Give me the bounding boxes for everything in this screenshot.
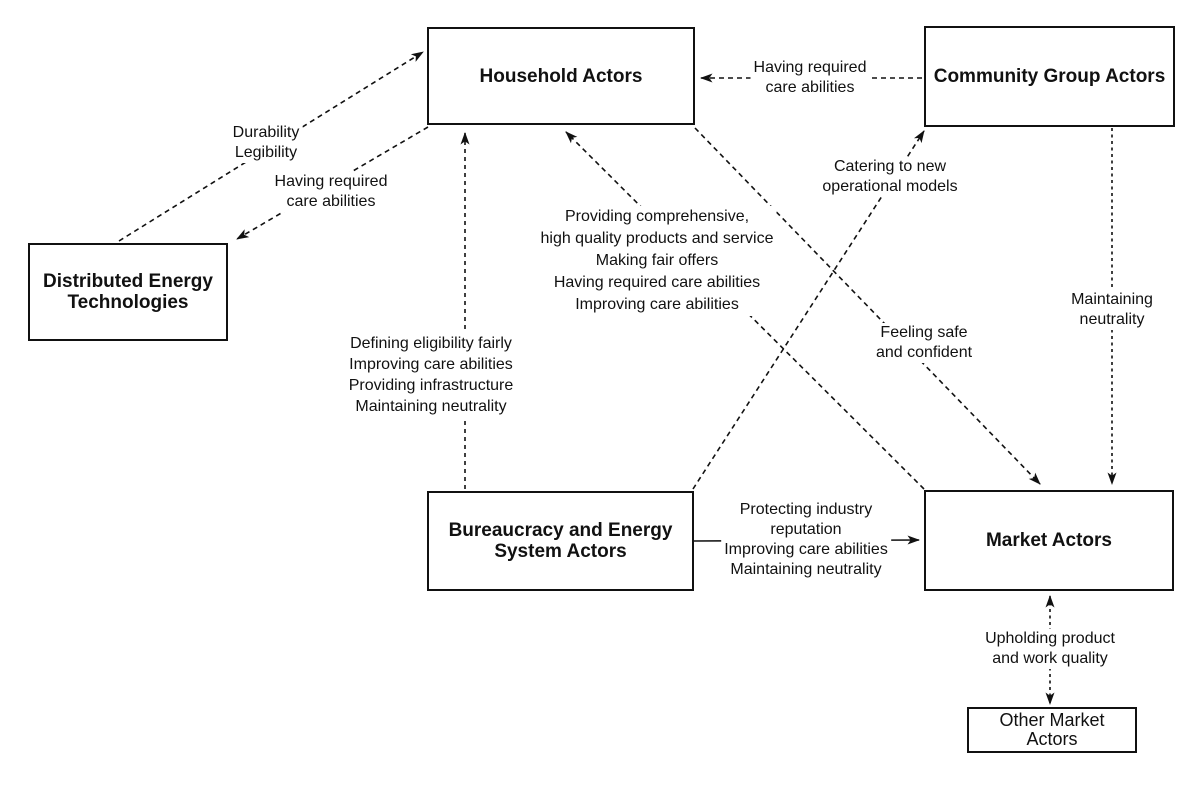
edge-label-providing-comprehensive: Providing comprehensive, high quality pr…	[537, 206, 777, 316]
edge-label-protecting-industry-reputation: Protecting industry reputation Improving…	[721, 500, 891, 580]
node-community-group-actors: Community Group Actors	[924, 26, 1175, 127]
edge-household-to-market	[694, 127, 1041, 485]
edge-label-feeling-safe-and-confident: Feeling safe and confident	[872, 323, 976, 363]
node-other-market-actors: Other Market Actors	[967, 707, 1137, 753]
edge-label-catering-to-new-operational-models: Catering to new operational models	[819, 157, 961, 197]
edge-label-upholding-product-and-work-quality: Upholding product and work quality	[982, 629, 1118, 669]
edge-label-having-required-care-abilities-det: Having required care abilities	[271, 172, 391, 212]
edge-label-defining-eligibility-fairly: Defining eligibility fairly Improving ca…	[345, 333, 517, 417]
edge-label-maintaining-neutrality: Maintaining neutrality	[1068, 290, 1156, 330]
node-market-actors: Market Actors	[924, 490, 1174, 591]
edge-label-having-required-care-abilities-household: Having required care abilities	[750, 58, 870, 98]
edge-det-to-household	[118, 51, 424, 242]
edge-label-durability-legibility: Durability Legibility	[229, 123, 303, 163]
node-distributed-energy-technologies: Distributed Energy Technologies	[28, 243, 228, 341]
node-household-actors: Household Actors	[427, 27, 695, 125]
node-bureaucracy-and-energy-system-actors: Bureaucracy and Energy System Actors	[427, 491, 694, 591]
